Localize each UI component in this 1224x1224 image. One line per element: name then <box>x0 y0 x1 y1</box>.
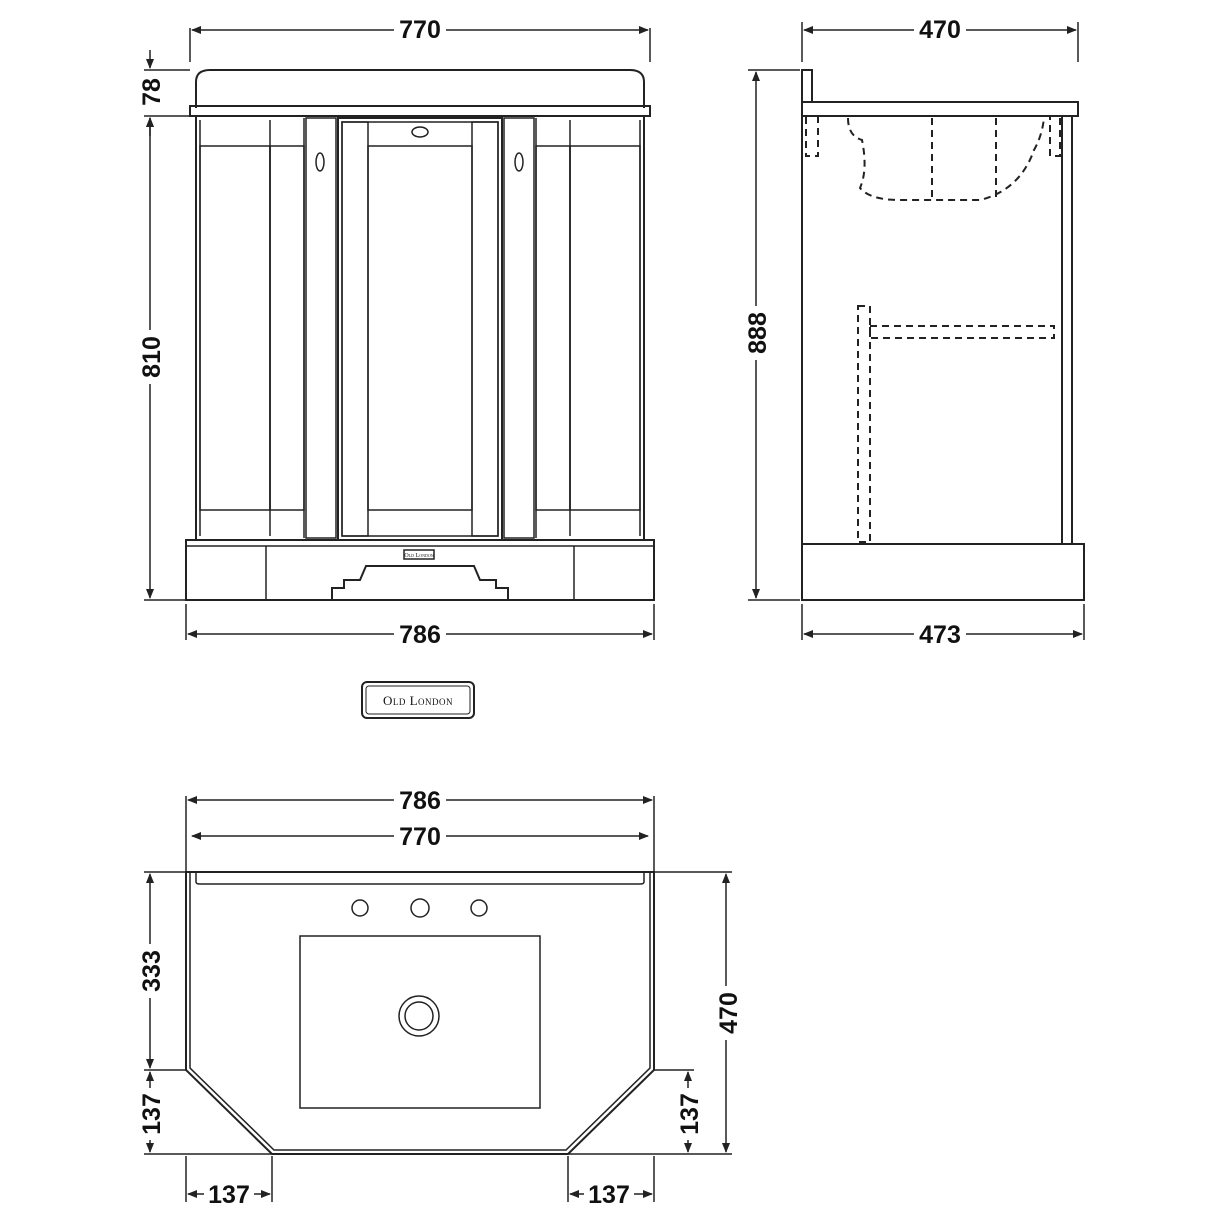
side-upstand <box>801 69 813 103</box>
front-bottom-dimension: 786 <box>185 604 655 649</box>
side-basin-hidden-lines <box>805 115 1061 201</box>
front-left-dimensions: 78 810 <box>138 50 190 601</box>
plan-outer-width-dimension: 786 <box>185 787 655 872</box>
side-top-dimension: 470 <box>801 16 1079 62</box>
plan-chamfer-width-right-label: 137 <box>588 1181 630 1209</box>
front-worktop-height-label: 78 <box>138 78 166 106</box>
side-plinth <box>801 543 1085 601</box>
tap-hole-centre-icon <box>410 898 430 918</box>
front-plinth: Old London <box>185 539 655 601</box>
side-cabinet <box>801 115 1073 545</box>
front-worktop-lip <box>189 105 651 117</box>
plan-bottom-dimensions: 137 137 <box>185 1156 655 1209</box>
side-shelf-hidden-lines <box>857 305 1055 543</box>
front-width-top-label: 770 <box>399 16 441 44</box>
waste-inner-icon <box>404 1001 434 1031</box>
plan-inner-width-dimension: 770 <box>191 823 649 851</box>
plan-outer-width-label: 786 <box>399 787 441 815</box>
tap-hole-right-icon <box>470 899 488 917</box>
front-top-dimension: 770 <box>189 16 651 62</box>
right-keyhole-icon <box>514 152 524 172</box>
plan-total-depth-label: 470 <box>715 992 743 1034</box>
plan-left-dimensions: 333 137 <box>138 871 272 1155</box>
side-bottom-dimension: 473 <box>801 604 1085 649</box>
side-depth-top-label: 470 <box>919 16 961 44</box>
front-width-bottom-label: 786 <box>399 621 441 649</box>
side-height-dimension: 888 <box>744 69 800 601</box>
old-london-logo: Old London <box>361 681 475 719</box>
plan-chamfer-depth-right-label: 137 <box>676 1093 704 1135</box>
side-depth-bottom-label: 473 <box>919 621 961 649</box>
waste-outer-icon <box>398 995 440 1037</box>
side-worktop <box>801 101 1079 117</box>
door-handle-icon <box>411 126 429 138</box>
plan-right-dimensions: 470 137 <box>568 871 743 1155</box>
plan-chamfer-depth-left-label: 137 <box>138 1093 166 1135</box>
plan-basin <box>299 935 541 1109</box>
tap-hole-left-icon <box>351 899 369 917</box>
plan-straight-depth-label: 333 <box>138 950 166 992</box>
side-view: 470 888 <box>744 16 1085 649</box>
plan-chamfer-width-left-label: 137 <box>208 1181 250 1209</box>
plinth-badge-text: Old London <box>404 553 433 559</box>
front-view: 770 <box>138 16 655 649</box>
logo-text: Old London <box>383 693 453 708</box>
plan-view: 786 770 333 137 <box>138 787 743 1209</box>
plan-worktop-outline <box>185 871 655 1155</box>
front-cabinet-body <box>195 115 645 541</box>
front-worktop <box>195 69 645 108</box>
left-keyhole-icon <box>315 152 325 172</box>
plan-inner-width-label: 770 <box>399 823 441 851</box>
side-height-label: 888 <box>744 312 772 354</box>
front-height-label: 810 <box>138 336 166 378</box>
